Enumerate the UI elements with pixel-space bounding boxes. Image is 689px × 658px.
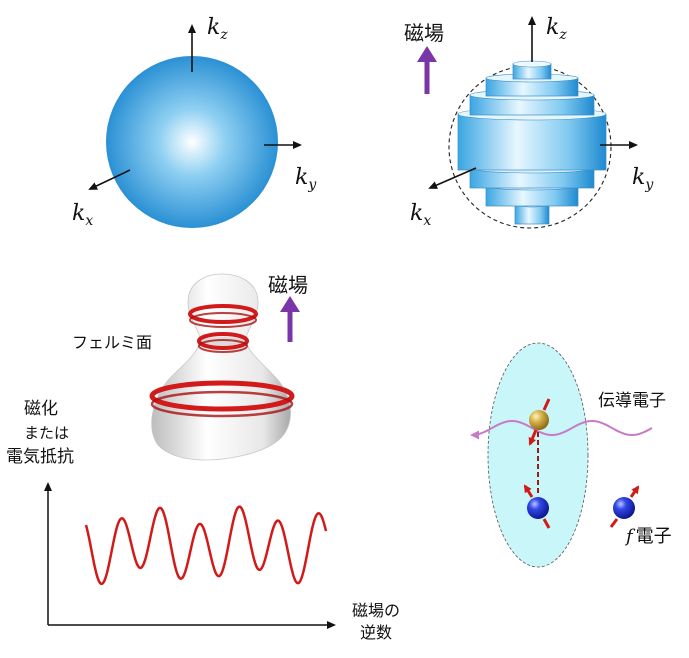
orbit-ring-belly [149, 380, 295, 412]
conduction-spin-arrow [528, 429, 538, 446]
conduction-electron-wave [470, 420, 653, 440]
field-label-top: 磁場 [404, 21, 444, 45]
y-label-line1: 磁化 [24, 399, 58, 419]
ky-label: ky [295, 165, 317, 193]
panel-landau-tubes: 磁場 kz ky kx [404, 15, 654, 229]
f-spin-tail-outside [609, 518, 619, 528]
f-spin-arrow-outside [629, 485, 640, 498]
kx-label: kx [72, 201, 93, 229]
field-arrow-head [417, 46, 437, 62]
f-electron-inside [527, 497, 549, 519]
orbit-ring-top [188, 304, 258, 324]
conduction-spin-tail [542, 398, 551, 411]
fermi-surface-label: フェルミ面 [72, 333, 152, 352]
y-label-line3: 電気抵抗 [6, 447, 74, 467]
kx-label-2: kx [410, 201, 431, 229]
orbit-ring-neck [197, 332, 249, 350]
y-label-line2: または [24, 424, 69, 442]
x-label-line2: 逆数 [360, 623, 392, 642]
kz-label-2: kz [546, 15, 567, 43]
hybridization-ellipse [487, 342, 589, 568]
f-spin-tail-inside [542, 518, 551, 529]
field-arrow-head-2 [280, 296, 300, 312]
f-electron-outside [613, 497, 635, 519]
landau-cylinder-stack [457, 60, 607, 225]
ky-label-2: ky [632, 165, 654, 193]
oscillation-curve [84, 505, 328, 586]
x-label-line1: 磁場の [352, 601, 400, 620]
f-spin-arrow-inside [523, 484, 534, 498]
conduction-electron-label: 伝導電子 [598, 391, 666, 411]
field-label-middle: 磁場 [268, 273, 308, 297]
panel-fermi-sphere: kz ky kx [72, 15, 317, 229]
panel-fermi-surface: フェルミ面 磁場 [72, 273, 308, 461]
fermi-surface-body [151, 273, 291, 461]
conduction-electron-ball [529, 410, 549, 430]
kz-label: kz [207, 15, 228, 43]
fermi-sphere [106, 56, 278, 228]
panel-oscillation: 磁化 または 電気抵抗 磁場の 逆数 [6, 399, 400, 642]
kx-axis-arrow-2 [428, 167, 477, 189]
kx-axis-arrow [88, 169, 131, 190]
